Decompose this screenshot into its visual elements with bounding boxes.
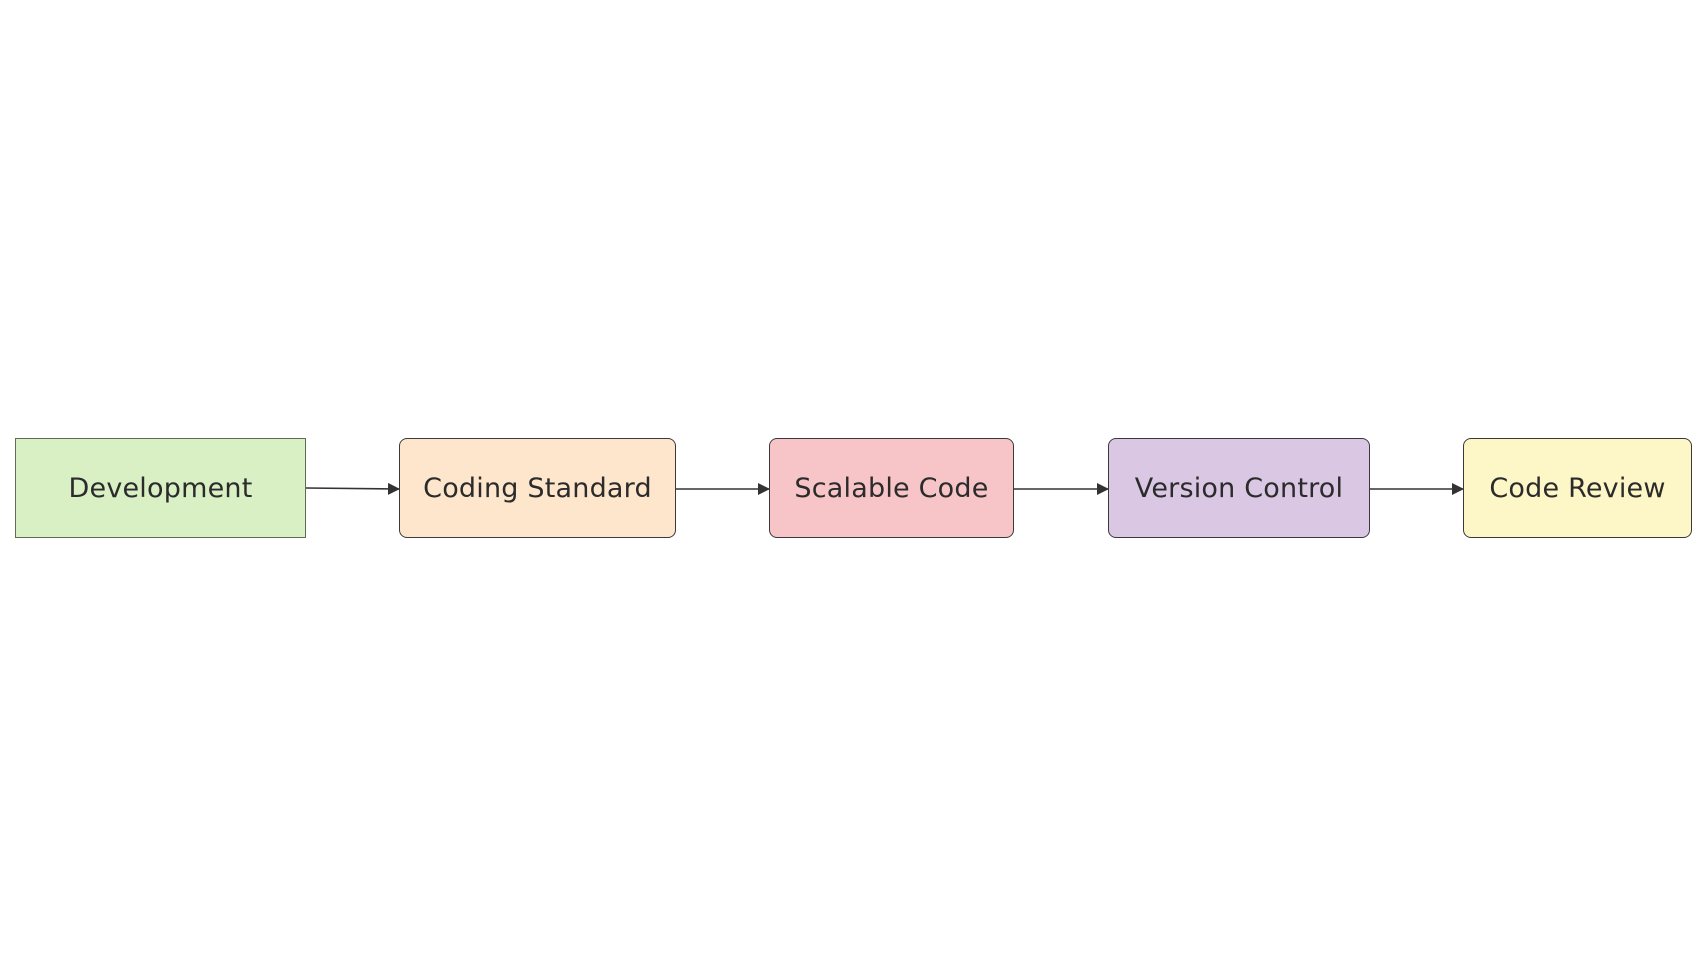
node-scalable-code: Scalable Code xyxy=(769,438,1014,538)
node-development: Development xyxy=(15,438,306,538)
edge-development-to-coding xyxy=(305,482,400,495)
node-version-control-label: Version Control xyxy=(1134,472,1344,504)
node-scalable-code-label: Scalable Code xyxy=(794,472,989,504)
node-development-label: Development xyxy=(68,472,253,504)
node-code-review-label: Code Review xyxy=(1489,472,1666,504)
node-code-review: Code Review xyxy=(1463,438,1692,538)
node-coding-standard-label: Coding Standard xyxy=(423,472,652,504)
node-version-control: Version Control xyxy=(1108,438,1370,538)
node-coding-standard: Coding Standard xyxy=(399,438,676,538)
